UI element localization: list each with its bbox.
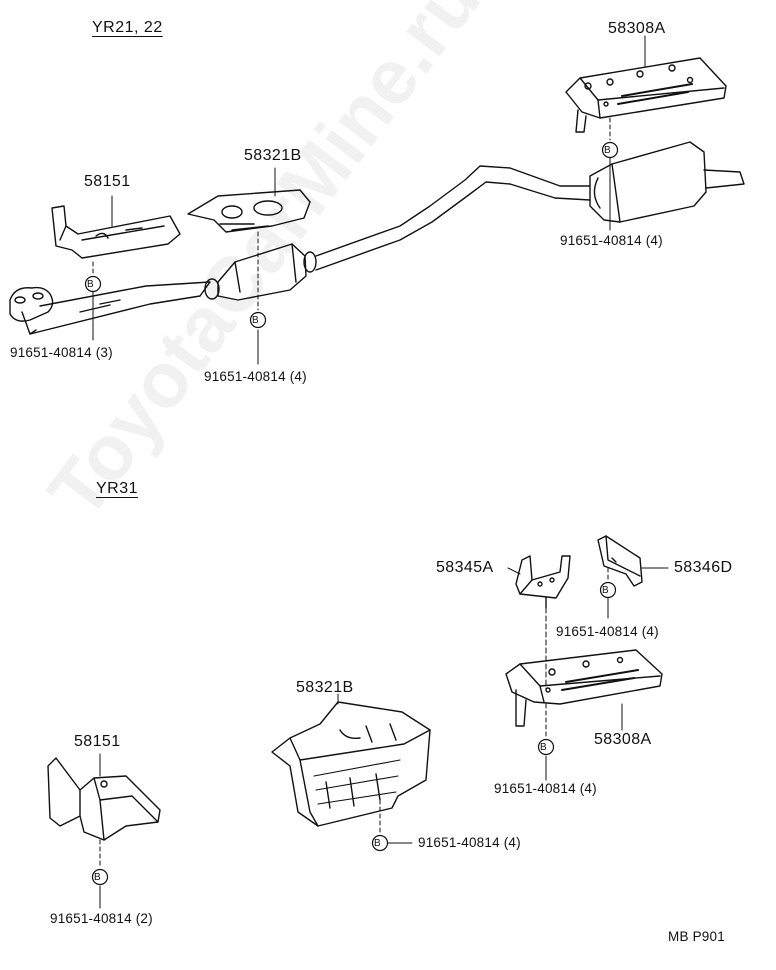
section-title-yr31: YR31 xyxy=(96,480,139,497)
bracket-58345A xyxy=(515,555,571,609)
heat-insulator-58321B-bottom xyxy=(271,701,431,827)
part-label-58346D: 58346D xyxy=(674,559,733,576)
figure-code: MB P901 xyxy=(668,929,725,944)
heat-insulator-58321B-top xyxy=(187,189,311,233)
bolt-label-center-bottom: 91651-40814 (4) xyxy=(418,835,521,850)
bolt-marker-b: B xyxy=(252,315,259,326)
part-label-58321B-top: 58321B xyxy=(244,147,302,164)
bolt-label-rear-top: 91651-40814 (4) xyxy=(560,233,663,248)
part-label-58321B-bottom: 58321B xyxy=(296,679,354,696)
leader-lines-top xyxy=(92,35,646,365)
bolt-marker-b: B xyxy=(94,872,101,883)
bolt-markers-bottom xyxy=(91,581,617,886)
bracket-58346D xyxy=(597,535,643,587)
heat-insulator-58151-bottom xyxy=(47,757,161,841)
part-label-58151-top: 58151 xyxy=(84,173,131,190)
part-label-58308A-bottom: 58308A xyxy=(594,731,652,748)
bolt-marker-b: B xyxy=(374,838,381,849)
bolt-label-front-top: 91651-40814 (3) xyxy=(10,345,113,360)
bolt-label-front-bottom: 91651-40814 (2) xyxy=(50,911,153,926)
heat-insulator-58308A-top xyxy=(565,57,727,133)
bolt-label-rear-bottom: 91651-40814 (4) xyxy=(494,781,597,796)
section-title-yr21-22: YR21, 22 xyxy=(92,19,163,36)
bolt-label-bracket: 91651-40814 (4) xyxy=(556,624,659,639)
bolt-marker-b: B xyxy=(604,145,611,156)
heat-insulator-58308A-bottom xyxy=(505,649,663,727)
leader-lines-bottom xyxy=(99,567,669,909)
part-label-58151-bottom: 58151 xyxy=(74,733,121,750)
bolt-markers-top xyxy=(84,141,619,329)
part-label-58308A-top: 58308A xyxy=(608,20,666,37)
bolt-label-center-top: 91651-40814 (4) xyxy=(204,369,307,384)
bolt-marker-b: B xyxy=(87,279,94,290)
bolt-marker-b: B xyxy=(602,585,609,596)
heat-insulator-58151-top xyxy=(51,205,181,259)
part-label-58345A: 58345A xyxy=(436,559,494,576)
bolt-marker-b: B xyxy=(540,742,547,753)
exhaust-pipe-assembly xyxy=(9,141,745,335)
